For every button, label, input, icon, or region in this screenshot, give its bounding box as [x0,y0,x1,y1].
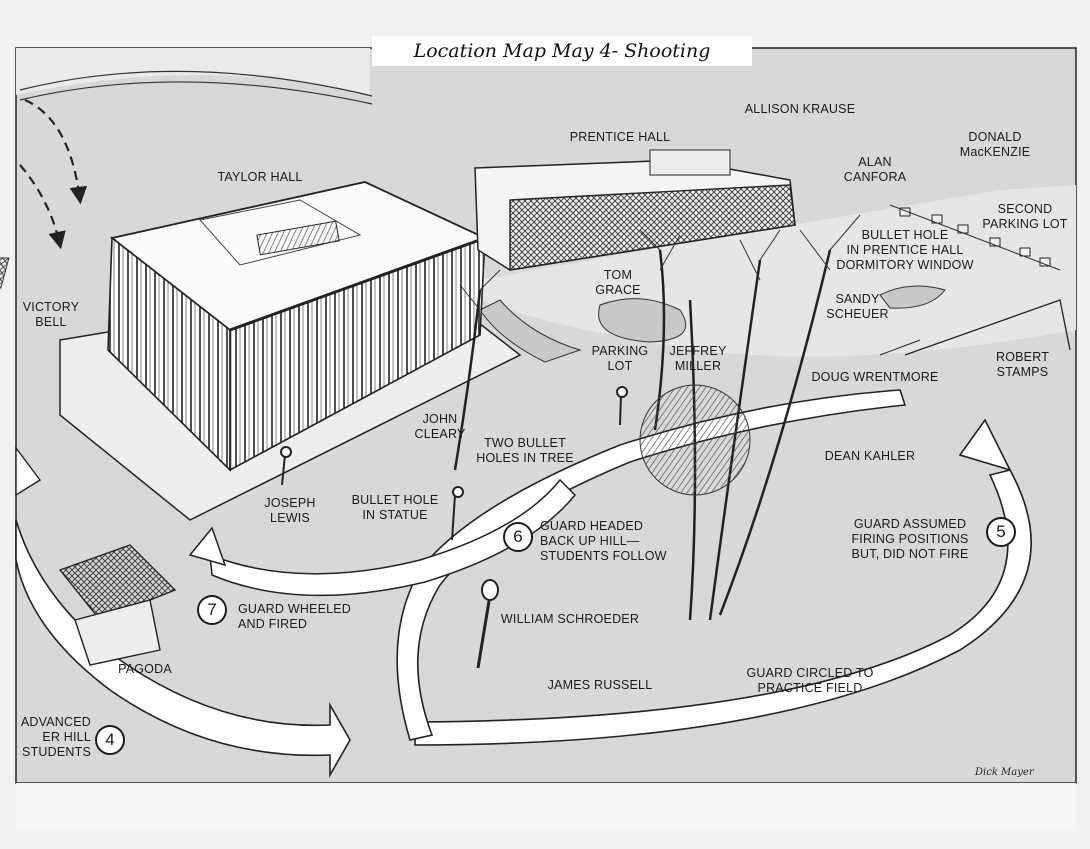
marker-6: 6 [503,522,533,552]
artist-signature: Dick Mayer [975,767,1034,778]
label-bullet-hole-statue: BULLET HOLE IN STATUE [351,493,439,522]
label-alan-canfora: ALAN CANFORA [843,155,907,184]
label-william-schroeder: WILLIAM SCHROEDER [500,612,640,626]
map-title: Location Map May 4- Shooting [372,36,752,66]
label-allison-krause: ALLISON KRAUSE [744,102,856,116]
label-pagoda: PAGODA [118,662,172,676]
label-bullet-hole-prentice: BULLET HOLE IN PRENTICE HALL DORMITORY W… [836,228,974,272]
label-victory-bell: VICTORY BELL [22,300,80,329]
label-guard-wheeled: GUARD WHEELED AND FIRED [238,602,352,631]
label-robert-stamps: ROBERT STAMPS [995,350,1050,379]
label-donald-mackenzie: DONALD MacKENZIE [959,130,1031,159]
label-guard-circled: GUARD CIRCLED TO PRACTICE FIELD [746,666,874,695]
label-guard-assumed: GUARD ASSUMED FIRING POSITIONS BUT, DID … [851,517,969,561]
label-tom-grace: TOM GRACE [595,268,641,297]
label-jeffrey-miller: JEFFREY MILLER [669,344,727,373]
label-doug-wrentmore: DOUG WRENTMORE [811,370,939,384]
label-sandy-scheuer: SANDY SCHEUER [826,292,889,321]
label-taylor-hall: TAYLOR HALL [217,170,303,184]
marker-4: 4 [95,725,125,755]
label-parking-lot: PARKING LOT [591,344,649,373]
label-james-russell: JAMES RUSSELL [547,678,653,692]
marker-5: 5 [986,517,1016,547]
label-guard-headed: GUARD HEADED BACK UP HILL— STUDENTS FOLL… [540,519,667,563]
label-prentice-hall: PRENTICE HALL [569,130,671,144]
label-guard-advanced: ADVANCED ER HILL STUDENTS [20,715,91,759]
label-dean-kahler: DEAN KAHLER [824,449,916,463]
label-joseph-lewis: JOSEPH LEWIS [264,496,316,525]
label-second-parking-lot: SECOND PARKING LOT [982,202,1068,231]
marker-7: 7 [197,595,227,625]
label-two-bullet-holes: TWO BULLET HOLES IN TREE [476,436,574,465]
label-john-cleary: JOHN CLEARY [414,412,466,441]
